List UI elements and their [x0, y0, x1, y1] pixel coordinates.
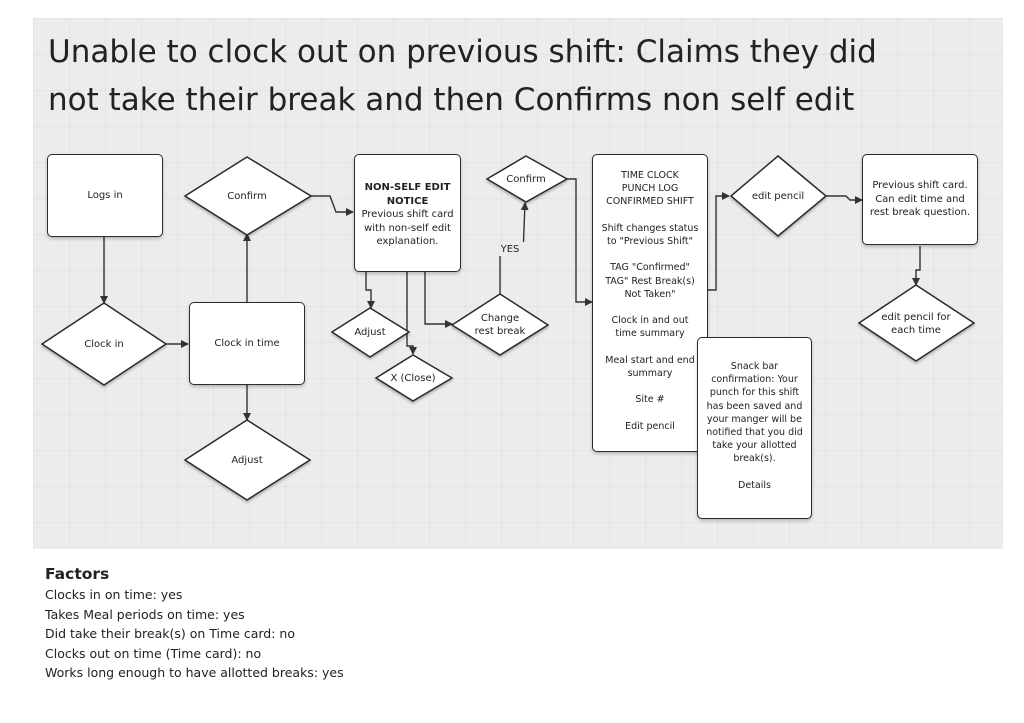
- snack-bar-confirmation-box: Snack bar confirmation: Your punch for t…: [697, 337, 812, 519]
- text-line: punch for this shift: [709, 387, 800, 399]
- confirm-diamond: [183, 156, 313, 236]
- connector-nonselfedit-changerestbreak: [424, 272, 453, 328]
- clock-in-diamond: [40, 302, 168, 386]
- text-line: [602, 407, 699, 420]
- time-clock-punch-log-box: TIME CLOCK PUNCH LOG CONFIRMED SHIFT Shi…: [592, 154, 708, 452]
- non-self-edit-body-2: with non-self edit: [364, 222, 451, 234]
- factor-item: Clocks in on time: yes: [45, 587, 183, 602]
- previous-shift-card-line-2: Can edit time and: [875, 193, 965, 205]
- text-line: Shift changes status: [601, 222, 699, 234]
- change-rest-break-line-1: Change: [480, 313, 520, 324]
- previous-shift-card-line-1: Previous shift card.: [872, 180, 968, 192]
- logs-in-label: Logs in: [87, 189, 123, 201]
- previous-shift-card-line-3: rest break question.: [869, 207, 971, 219]
- factors-section: Factors Clocks in on time: yes Takes Mea…: [45, 565, 344, 683]
- confirm-label-2: Confirm: [506, 173, 546, 185]
- snack-bar-lines: Snack bar confirmation: Your punch for t…: [706, 360, 803, 492]
- confirm-diamond-2: [485, 155, 569, 203]
- text-line: take your allotted: [712, 440, 797, 452]
- text-line: break(s).: [733, 453, 776, 465]
- text-line: CONFIRMED SHIFT: [606, 196, 694, 208]
- edit-pencil-each-diamond: [857, 284, 976, 362]
- factors-heading: Factors: [45, 565, 110, 583]
- factor-item: Takes Meal periods on time: yes: [45, 606, 245, 622]
- logs-in-box: Logs in: [47, 154, 163, 237]
- text-line: TAG "Confirmed": [610, 262, 690, 274]
- time-clock-lines: TIME CLOCK PUNCH LOG CONFIRMED SHIFT Shi…: [602, 169, 699, 433]
- connector-timeclock-editpencil: [708, 192, 730, 291]
- factor-item: Did take their break(s) on Time card: no: [45, 626, 295, 641]
- text-line: notified that you did: [706, 427, 803, 439]
- text-line: Clock in and out: [611, 315, 689, 327]
- confirm-label: Confirm: [227, 190, 267, 202]
- clock-in-time-label: Clock in time: [214, 337, 280, 349]
- connector-confirm-nonselfedit: [311, 195, 354, 216]
- text-line: [706, 466, 803, 479]
- text-line: Not Taken": [624, 288, 676, 300]
- non-self-edit-body-1: Previous shift card: [361, 209, 454, 220]
- change-rest-break-line-2: rest break: [474, 326, 526, 337]
- text-line: [602, 301, 699, 314]
- previous-shift-card-box: Previous shift card. Can edit time and r…: [862, 154, 978, 245]
- non-self-edit-notice-box: NON-SELF EDIT NOTICE Previous shift card…: [354, 154, 461, 272]
- text-line: Edit pencil: [625, 420, 675, 432]
- text-line: Details: [738, 479, 771, 491]
- text-line: [602, 209, 699, 222]
- text-line: Site #: [635, 394, 665, 406]
- text-line: [602, 248, 699, 261]
- non-self-edit-heading-2: NOTICE: [386, 195, 429, 207]
- connector-nonselfedit-adjust: [365, 272, 375, 309]
- non-self-edit-heading-1: NON-SELF EDIT: [364, 182, 451, 193]
- text-line: your manger will be: [707, 413, 802, 425]
- adjust-diamond: [183, 419, 312, 501]
- edit-pencil-label: edit pencil: [751, 190, 805, 202]
- adjust-diamond-2: [330, 307, 411, 358]
- clock-in-label: Clock in: [84, 338, 124, 350]
- connector-editpencil-previousshiftcard: [826, 195, 863, 204]
- close-label: X (Close): [390, 372, 436, 384]
- text-line: [602, 341, 699, 354]
- clock-in-time-box: Clock in time: [189, 302, 305, 385]
- text-line: summary: [627, 368, 673, 380]
- adjust-label: Adjust: [231, 454, 263, 466]
- edit-pencil-each-line-1: edit pencil for: [881, 312, 951, 323]
- connector-confirm-timeclock: [567, 178, 593, 306]
- change-rest-break-label: Change rest break: [455, 310, 545, 340]
- edit-pencil-each-label: edit pencil for each time: [866, 309, 966, 339]
- non-self-edit-body-3: explanation.: [376, 236, 439, 247]
- text-line: to "Previous Shift": [606, 236, 694, 248]
- edit-pencil-each-line-2: each time: [891, 325, 941, 336]
- close-diamond: [374, 354, 454, 402]
- change-rest-break-diamond: [450, 293, 550, 356]
- page-title: Unable to clock out on previous shift: C…: [48, 34, 877, 118]
- text-line: confirmation: Your: [711, 374, 798, 386]
- text-line: PUNCH LOG: [621, 183, 679, 195]
- connector-previousshiftcard-editpencileach: [912, 246, 921, 286]
- text-line: has been saved and: [706, 400, 803, 412]
- connector-nonselfedit-close: [406, 272, 417, 355]
- text-line: TIME CLOCK: [621, 170, 679, 181]
- factor-item: Works long enough to have allotted break…: [45, 665, 344, 680]
- text-line: Snack bar: [730, 361, 779, 372]
- text-line: Meal start and end: [605, 354, 695, 366]
- text-line: TAG" Rest Break(s): [605, 275, 695, 287]
- yes-label: YES: [495, 242, 525, 256]
- factor-item: Clocks out on time (Time card): no: [45, 645, 262, 661]
- edit-pencil-diamond: [729, 155, 828, 237]
- adjust-label-2: Adjust: [354, 326, 386, 338]
- text-line: time summary: [615, 328, 685, 340]
- text-line: [602, 380, 699, 393]
